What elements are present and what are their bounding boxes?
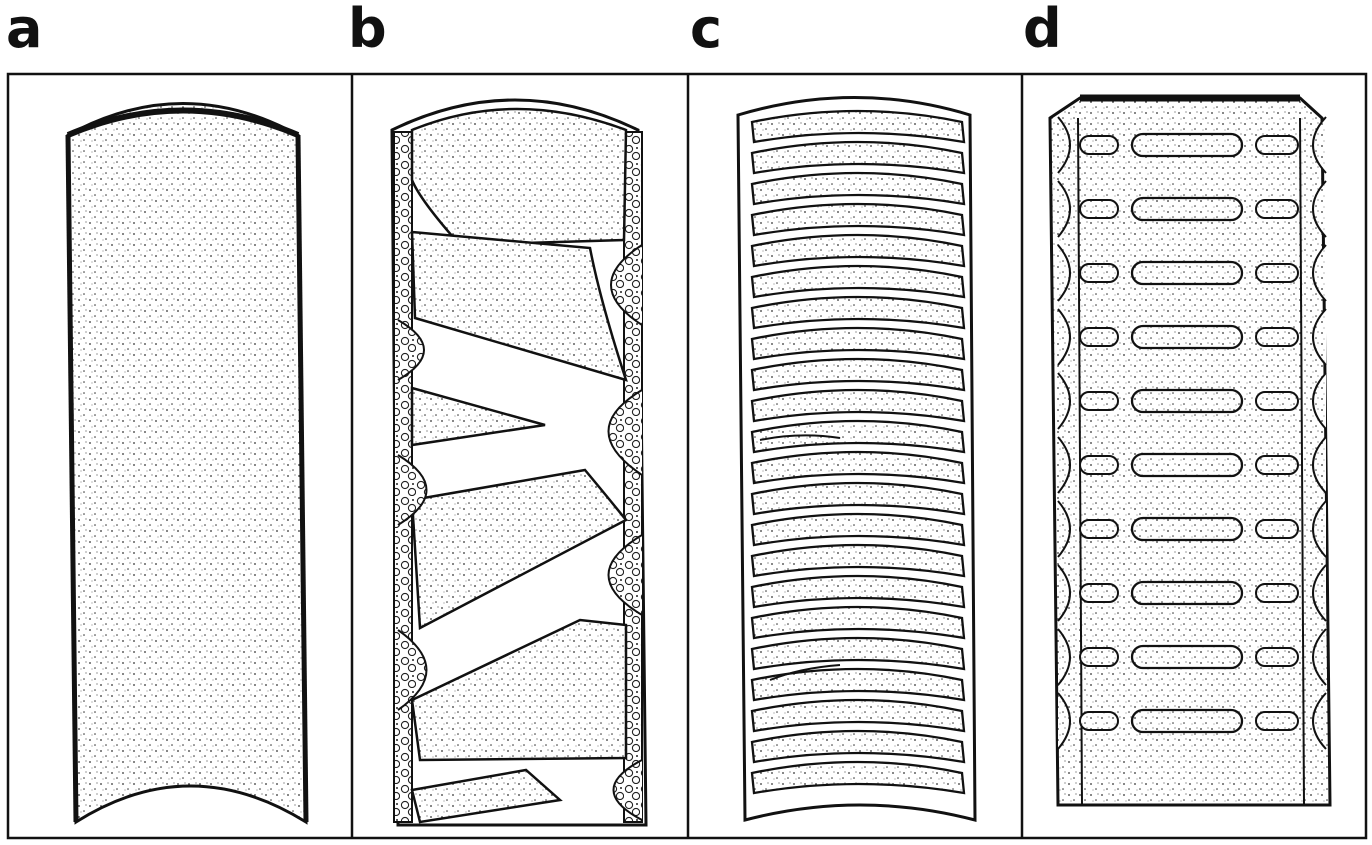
pit-center xyxy=(1132,518,1242,540)
pit-right xyxy=(1256,456,1298,474)
pit-center xyxy=(1132,454,1242,476)
pit-right xyxy=(1256,648,1298,666)
pit-right xyxy=(1256,392,1298,410)
pit-left xyxy=(1080,392,1118,410)
pit-center xyxy=(1132,582,1242,604)
pit-right xyxy=(1256,712,1298,730)
pit-right xyxy=(1256,264,1298,282)
pit-center xyxy=(1132,134,1242,156)
tube-b xyxy=(392,100,646,825)
tube-a xyxy=(68,104,306,823)
pit-right xyxy=(1256,136,1298,154)
pit-left xyxy=(1080,264,1118,282)
pit-right xyxy=(1256,520,1298,538)
pit-right xyxy=(1256,584,1298,602)
pit-left xyxy=(1080,520,1118,538)
pit-left xyxy=(1080,584,1118,602)
pit-left xyxy=(1080,648,1118,666)
pit-center xyxy=(1132,710,1242,732)
pit-center xyxy=(1132,262,1242,284)
tube-d xyxy=(1050,98,1330,805)
tube-c xyxy=(738,98,975,821)
pit-center xyxy=(1132,326,1242,348)
pit-right xyxy=(1256,328,1298,346)
pit-left xyxy=(1080,712,1118,730)
pit-left xyxy=(1080,136,1118,154)
pit-center xyxy=(1132,390,1242,412)
pit-left xyxy=(1080,328,1118,346)
pit-center xyxy=(1132,198,1242,220)
pit-right xyxy=(1256,200,1298,218)
pit-left xyxy=(1080,200,1118,218)
pit-left xyxy=(1080,456,1118,474)
pit-center xyxy=(1132,646,1242,668)
